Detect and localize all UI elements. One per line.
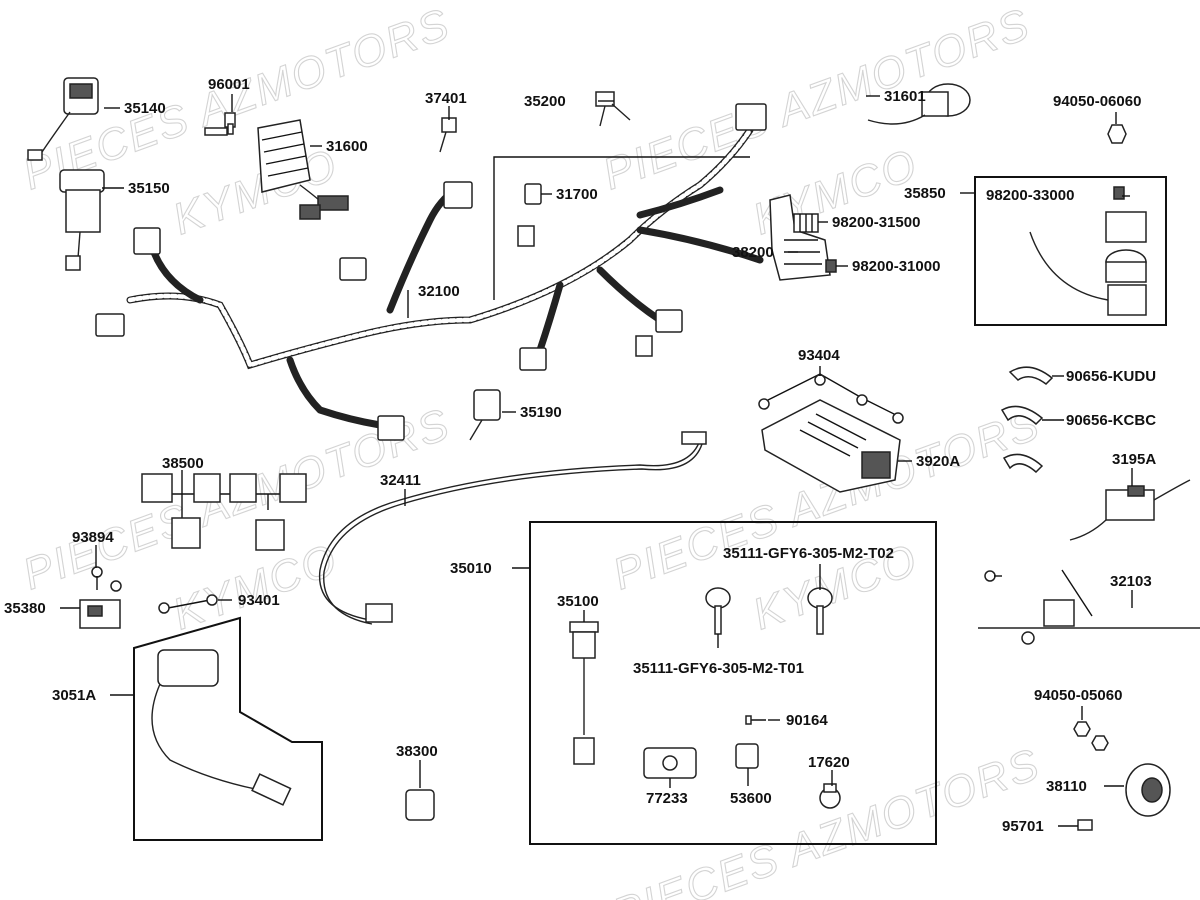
part-3195a — [1069, 479, 1191, 541]
part-35140 — [27, 77, 99, 161]
label-31700: 31700 — [556, 186, 598, 203]
part-31600 — [257, 119, 349, 220]
part-35111-key-t01 — [705, 587, 731, 635]
part-77233 — [643, 747, 697, 779]
label-35200: 35200 — [524, 93, 566, 110]
label-35111-t02: 35111-GFY6-305-M2-T02 — [723, 545, 894, 562]
part-35850 — [1029, 211, 1147, 316]
label-17620: 17620 — [808, 754, 850, 771]
part-17620 — [819, 783, 841, 809]
label-35010: 35010 — [450, 560, 492, 577]
label-3051a: 3051A — [52, 687, 96, 704]
label-3195a: 3195A — [1112, 451, 1156, 468]
part-53600 — [735, 743, 759, 769]
label-37401: 37401 — [425, 90, 467, 107]
part-90164 — [745, 715, 766, 725]
label-31600: 31600 — [326, 138, 368, 155]
part-31700 — [524, 183, 542, 205]
label-38500: 38500 — [162, 455, 204, 472]
label-38110: 38110 — [1046, 778, 1087, 795]
part-94050-05060 — [1073, 721, 1109, 751]
label-38200: 38200 — [732, 244, 774, 261]
label-3920a: 3920A — [916, 453, 960, 470]
leader-lines — [60, 94, 1133, 827]
label-35111-t01: 35111-GFY6-305-M2-T01 — [633, 660, 804, 677]
part-94050-06060 — [1107, 124, 1127, 144]
label-35140: 35140 — [124, 100, 166, 117]
label-98200-33000: 98200-33000 — [986, 187, 1074, 204]
label-35150: 35150 — [128, 180, 170, 197]
part-3920a — [761, 399, 901, 493]
part-38200 — [769, 194, 831, 281]
label-35100: 35100 — [557, 593, 599, 610]
part-38300 — [405, 789, 435, 821]
label-95701: 95701 — [1002, 818, 1044, 835]
part-3051a — [151, 649, 292, 806]
label-96001: 96001 — [208, 76, 250, 93]
part-98200-33000 — [1113, 186, 1125, 200]
part-32103 — [978, 569, 1200, 645]
part-93404 — [758, 373, 904, 424]
label-98200-31000: 98200-31000 — [852, 258, 940, 275]
part-93401 — [158, 594, 218, 614]
part-31601 — [867, 83, 971, 125]
watermark-text: KYMCO — [167, 140, 345, 245]
label-94050-05060: 94050-05060 — [1034, 687, 1122, 704]
label-35380: 35380 — [4, 600, 46, 617]
part-32411-cable — [318, 431, 707, 625]
label-93401: 93401 — [238, 592, 280, 609]
part-35200 — [595, 91, 631, 127]
label-90164: 90164 — [786, 712, 828, 729]
part-32100-harness — [95, 103, 767, 441]
label-32100: 32100 — [418, 283, 460, 300]
harness-bracket-line — [493, 156, 750, 300]
key-set-frame — [529, 521, 937, 845]
part-98200-31000 — [825, 259, 837, 273]
part-37401 — [439, 117, 457, 153]
part-96001 — [204, 112, 236, 136]
relay-group-frame — [974, 176, 1167, 326]
part-35190 — [469, 389, 501, 441]
part-98200-31500 — [793, 213, 819, 233]
part-90656-kcbc — [1000, 405, 1044, 474]
label-31601: 31601 — [884, 88, 926, 105]
label-98200-31500: 98200-31500 — [832, 214, 920, 231]
label-53600: 53600 — [730, 790, 772, 807]
label-77233: 77233 — [646, 790, 688, 807]
part-38110 — [1125, 763, 1171, 817]
ignition-coil-frame — [133, 616, 323, 841]
part-labels: 35140 96001 37401 35200 31601 94050-0606… — [4, 76, 1156, 835]
label-35190: 35190 — [520, 404, 562, 421]
label-94050-06060: 94050-06060 — [1053, 93, 1141, 110]
part-95701 — [1077, 819, 1093, 831]
label-32103: 32103 — [1110, 573, 1152, 590]
part-35150 — [59, 169, 105, 271]
part-35100 — [569, 621, 599, 765]
label-32411: 32411 — [380, 472, 421, 489]
part-90656-kudu — [1008, 366, 1054, 385]
part-38500 — [141, 473, 307, 551]
label-38300: 38300 — [396, 743, 438, 760]
watermark-text: PIECES AZMOTORS — [597, 0, 1037, 199]
label-90656-kcbc: 90656-KCBC — [1066, 412, 1156, 429]
label-90656-kudu: 90656-KUDU — [1066, 368, 1156, 385]
part-35380 — [79, 599, 121, 629]
label-93404: 93404 — [798, 347, 840, 364]
label-93894: 93894 — [72, 529, 114, 546]
label-35850: 35850 — [904, 185, 946, 202]
part-93894 — [91, 566, 122, 592]
